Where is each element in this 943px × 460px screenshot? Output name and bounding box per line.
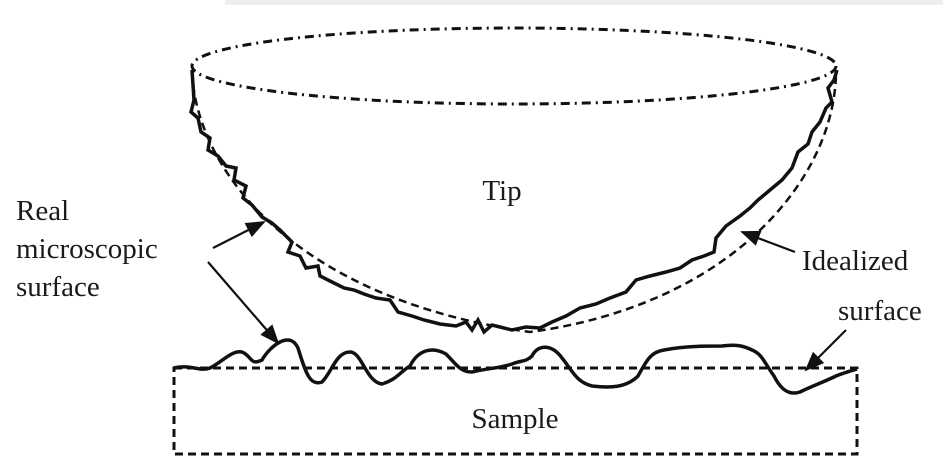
real-surface-label-line1: Real: [16, 195, 69, 227]
real-surface-arrow-to-tip: [212, 221, 266, 249]
sample-label: Sample: [472, 403, 559, 435]
real-surface-arrow-to-sample: [207, 261, 280, 345]
real-sample-surface: [173, 338, 858, 395]
top-border-strip: [225, 0, 943, 5]
real-tip-surface: [189, 69, 839, 335]
real-surface-label-line2: microscopic: [16, 233, 158, 265]
idealized-tip-surface: [190, 71, 838, 334]
idealized-surface-arrow-to-tip: [740, 230, 796, 254]
tip-label: Tip: [482, 175, 521, 207]
idealized-surface-arrow-to-sample: [804, 329, 847, 372]
idealized-surface-label-line1: Idealized: [802, 245, 909, 277]
real-surface-label-line3: surface: [16, 271, 100, 303]
sample-block: [172, 366, 859, 456]
tip-top-ellipse: [190, 26, 838, 106]
idealized-surface-label-line2: surface: [838, 295, 922, 327]
